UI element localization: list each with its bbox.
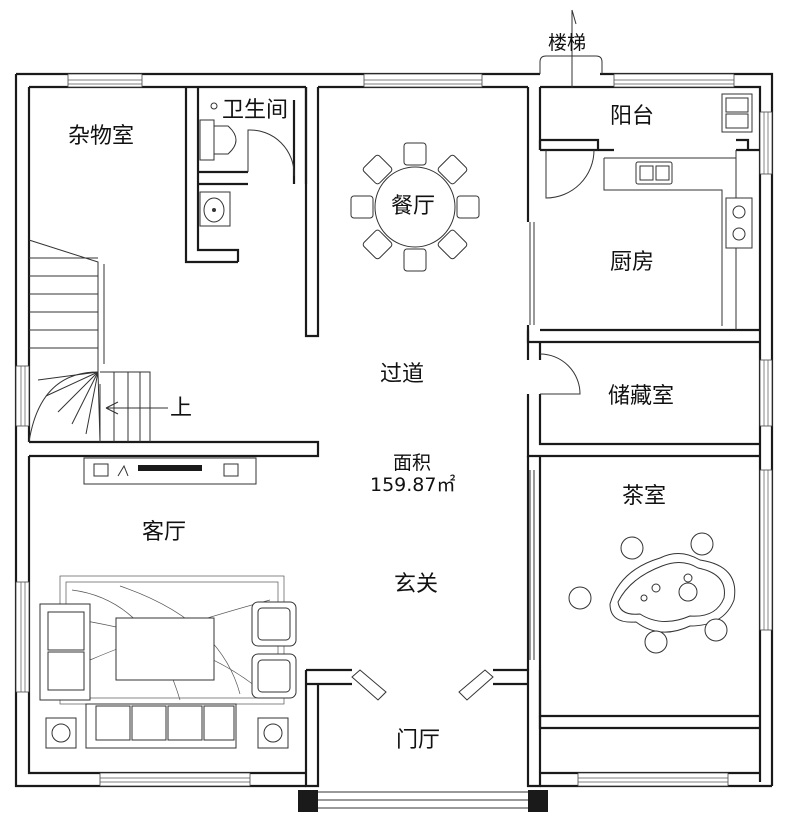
corridor-label: 过道 bbox=[380, 362, 425, 387]
windows bbox=[15, 73, 773, 787]
stairs-up-label: 上 bbox=[170, 396, 193, 421]
stairs-direction-arrow bbox=[539, 9, 603, 88]
staircase bbox=[28, 239, 168, 443]
area-value: 159.87㎡ bbox=[370, 474, 456, 496]
dining-chair bbox=[350, 195, 374, 219]
bathroom-label: 卫生间 bbox=[222, 98, 289, 123]
dining-chair bbox=[403, 142, 427, 166]
tea-room-set bbox=[568, 532, 736, 654]
area-label: 面积 bbox=[393, 452, 432, 474]
dining-chair bbox=[456, 195, 480, 219]
balcony-label: 阳台 bbox=[610, 104, 655, 129]
kitchen-fixtures bbox=[603, 93, 753, 330]
dining-room-label: 餐厅 bbox=[391, 194, 436, 219]
dining-chair bbox=[437, 154, 468, 185]
stairs-label: 楼梯 bbox=[548, 32, 587, 54]
dining-chair bbox=[403, 248, 427, 272]
storage-room-label: 杂物室 bbox=[68, 124, 135, 149]
dining-chair bbox=[362, 229, 393, 260]
living-room-label: 客厅 bbox=[142, 520, 187, 545]
foyer-label: 玄关 bbox=[394, 572, 439, 597]
dining-table bbox=[350, 142, 480, 272]
entry-hall-label: 门厅 bbox=[396, 728, 441, 753]
tea-room-label: 茶室 bbox=[622, 484, 667, 509]
living-sofa-set bbox=[39, 575, 297, 749]
tv-cabinet bbox=[83, 457, 257, 485]
interior-walls bbox=[29, 87, 760, 730]
kitchen-label: 厨房 bbox=[610, 250, 655, 275]
dining-chair bbox=[437, 229, 468, 260]
doors bbox=[247, 129, 595, 701]
pantry-label: 储藏室 bbox=[608, 384, 675, 409]
dining-chair bbox=[362, 154, 393, 185]
bathroom-fixtures bbox=[199, 102, 237, 227]
